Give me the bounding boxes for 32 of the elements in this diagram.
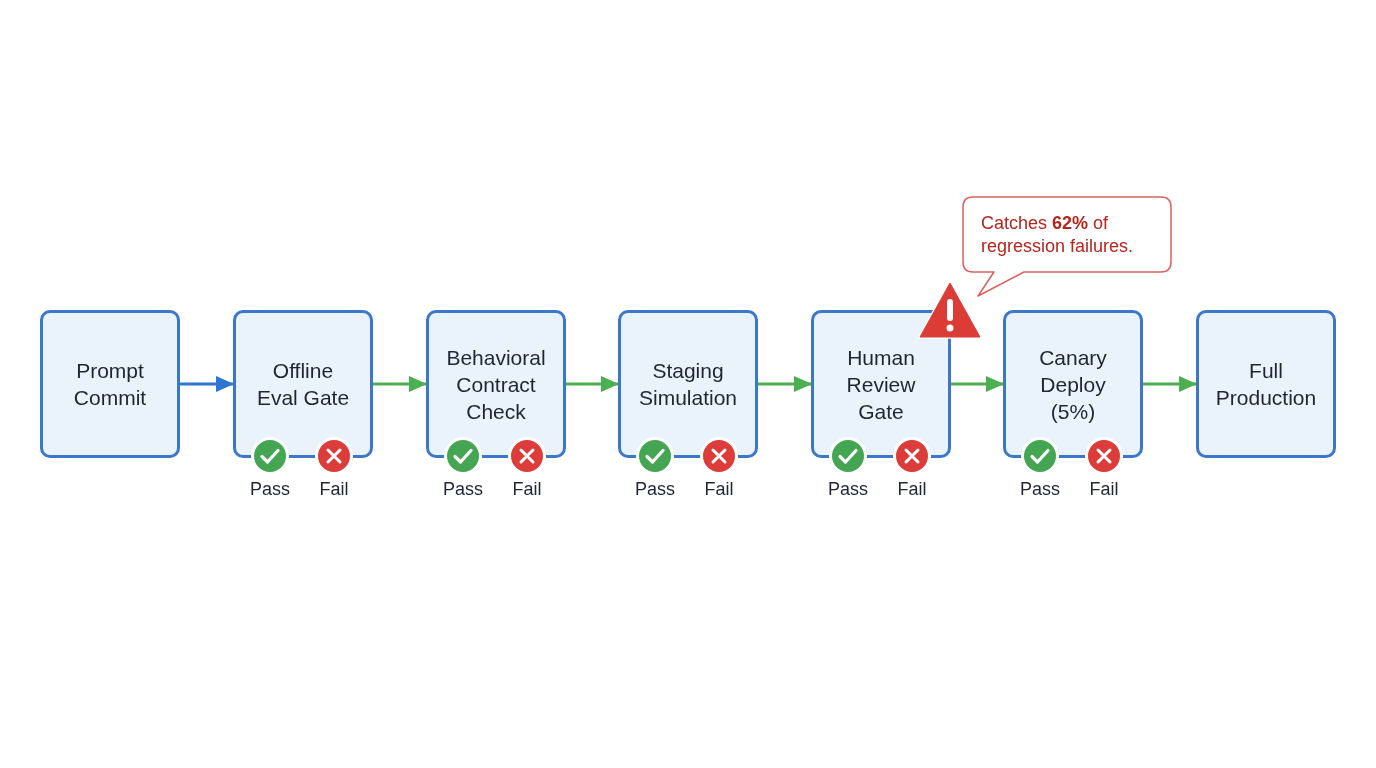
status-label: Pass	[443, 478, 483, 500]
node-label: Canary Deploy (5%)	[1038, 344, 1108, 425]
status-label: Fail	[512, 478, 542, 500]
status-label: Pass	[1020, 478, 1060, 500]
process-box	[233, 310, 373, 458]
process-box	[40, 310, 180, 458]
node-label: Full Production	[1215, 358, 1317, 411]
arrow	[373, 376, 427, 392]
status-label: Pass	[250, 478, 290, 500]
speech-bubble	[962, 196, 1172, 298]
status-label: Pass	[828, 478, 868, 500]
arrow	[758, 376, 812, 392]
process-box	[618, 310, 758, 458]
node-label: Staging Simulation	[637, 358, 739, 411]
status-label: Fail	[319, 478, 349, 500]
node-label: Offline Eval Gate	[255, 358, 351, 411]
process-box	[1003, 310, 1143, 458]
node-label: Behavioral Contract Check	[445, 344, 547, 425]
status-label: Fail	[897, 478, 927, 500]
arrow	[180, 376, 234, 392]
node-label: Prompt Commit	[72, 358, 148, 411]
status-label: Pass	[635, 478, 675, 500]
callout-text: Catches 62% of regression failures.	[981, 211, 1135, 258]
arrow	[566, 376, 619, 392]
arrow	[1143, 376, 1197, 392]
process-box	[811, 310, 951, 458]
status-label: Fail	[704, 478, 734, 500]
process-box	[426, 310, 566, 458]
process-box	[1196, 310, 1336, 458]
arrow	[951, 376, 1004, 392]
node-label: Human Review Gate	[845, 344, 917, 425]
status-label: Fail	[1089, 478, 1119, 500]
